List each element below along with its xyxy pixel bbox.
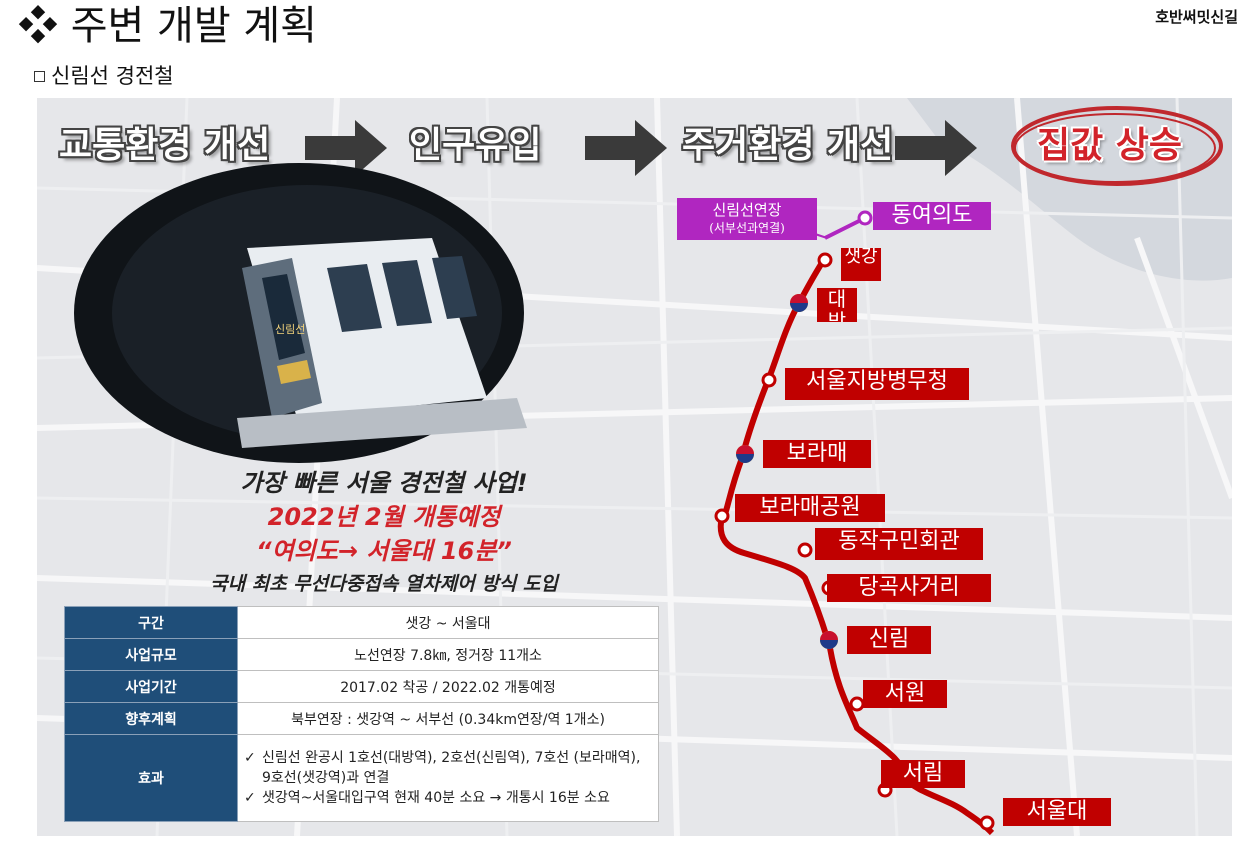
check-icon: ✓: [244, 750, 256, 766]
page-title: ❖ 주변 개발 계획: [18, 3, 317, 49]
caption-opening-date: 2022년 2월 개통예정: [267, 503, 501, 531]
extension-title: 신림선연장: [712, 201, 782, 219]
row-label: 구간: [64, 606, 238, 639]
row-label: 사업기간: [64, 670, 238, 703]
route-map: 신림선 교통환경 개선 인구유입 주거환경 개선 집값 상승 신림선연: [37, 98, 1232, 836]
station-dongyeouido: 동여의도: [873, 202, 991, 230]
flow-step-3: 주거환경 개선: [682, 125, 894, 166]
effect-list: ✓신림선 완공시 1호선(대방역), 2호선(신림역), 7호선 (보라매역),…: [237, 734, 659, 822]
flow-step-2: 인구유입: [409, 125, 542, 166]
flow-step-4: 집값 상승: [1037, 125, 1183, 166]
station-saetgang: 샛강: [841, 248, 881, 281]
table-row: 사업기간 2017.02 착공 / 2022.02 개통예정: [64, 670, 659, 703]
table-row: 사업규모 노선연장 7.8㎞, 정거장 11개소: [64, 638, 659, 671]
row-label: 효과: [64, 734, 238, 822]
table-row: 향후계획 북부연장 : 샛강역 ~ 서부선 (0.34km연장/역 1개소): [64, 702, 659, 735]
subtitle-text: 신림선 경전철: [51, 64, 174, 88]
station-seoul-national-univ: 서울대: [1003, 798, 1111, 826]
station-sillim: 신림: [847, 626, 931, 654]
station-seoul-military-manpower: 서울지방병무청: [785, 368, 969, 400]
caption-travel-time: “여의도→ 서울대 16분”: [256, 537, 512, 565]
extension-note: (서부선과연결): [709, 221, 785, 235]
station-danggok: 당곡사거리: [827, 574, 991, 602]
square-bullet-icon: [34, 71, 45, 82]
brand-label: 호반써밋신길: [1155, 8, 1238, 26]
flow-arrows: [305, 120, 977, 176]
extension-callout: 신림선연장 (서부선과연결): [677, 198, 817, 240]
row-label: 사업규모: [64, 638, 238, 671]
caption-technology: 국내 최초 무선다중접속 열차제어 방식 도입: [210, 573, 558, 595]
transfer-icons: [736, 294, 838, 649]
flow-step-1: 교통환경 개선: [59, 125, 271, 166]
station-seowon: 서원: [863, 680, 947, 708]
station-dongjak-community-center: 동작구민회관: [815, 528, 983, 560]
train-illustration: 신림선: [237, 238, 527, 448]
station-seorim: 서림: [881, 760, 965, 788]
table-row: 구간 샛강 ~ 서울대: [64, 606, 659, 639]
project-info-table: 구간 샛강 ~ 서울대 사업규모 노선연장 7.8㎞, 정거장 11개소 사업기…: [64, 606, 659, 822]
station-boramae: 보라매: [763, 440, 871, 468]
effect-item: ✓샛강역~서울대입구역 현재 40분 소요 → 개통시 16분 소요: [244, 790, 610, 806]
station-boramae-park: 보라매공원: [735, 494, 885, 522]
section-subtitle: 신림선 경전철: [34, 62, 174, 90]
caption-headline: 가장 빠른 서울 경전철 사업!: [240, 469, 528, 497]
row-value: 노선연장 7.8㎞, 정거장 11개소: [237, 638, 659, 671]
effect-item: ✓신림선 완공시 1호선(대방역), 2호선(신림역), 7호선 (보라매역),…: [244, 750, 641, 786]
row-value: 2017.02 착공 / 2022.02 개통예정: [237, 670, 659, 703]
row-value: 샛강 ~ 서울대: [237, 606, 659, 639]
table-row: 효과 ✓신림선 완공시 1호선(대방역), 2호선(신림역), 7호선 (보라매…: [64, 734, 659, 822]
row-label: 향후계획: [64, 702, 238, 735]
train-sign: 신림선: [275, 323, 305, 336]
check-icon: ✓: [244, 790, 256, 806]
row-value: 북부연장 : 샛강역 ~ 서부선 (0.34km연장/역 1개소): [237, 702, 659, 735]
station-daebang: 대방: [817, 288, 857, 322]
